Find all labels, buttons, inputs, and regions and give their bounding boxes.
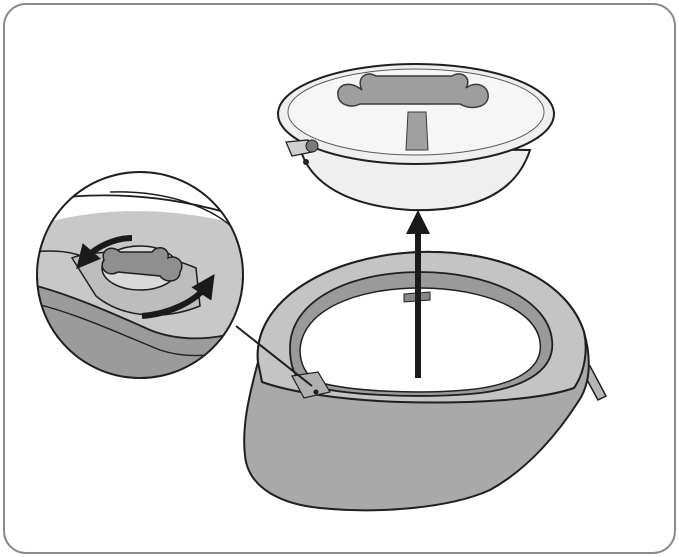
bone-icon: [337, 73, 489, 109]
zoom-bone-knob: [101, 247, 183, 282]
insert-body: [298, 146, 532, 212]
base-bowl: [243, 250, 608, 512]
insert-latch-knob: [305, 139, 319, 153]
callout-leader-line: [235, 325, 313, 387]
insert-post: [405, 111, 429, 151]
insert-latch-pin: [303, 159, 309, 165]
removable-insert: [277, 63, 555, 212]
rotate-arrow-top: [76, 235, 133, 270]
zoom-callout-border: [36, 171, 244, 379]
base-bowl-latch-hole: [313, 389, 319, 395]
rotate-arrows-icon: [76, 235, 215, 319]
rotate-arrow-bottom: [141, 274, 215, 319]
